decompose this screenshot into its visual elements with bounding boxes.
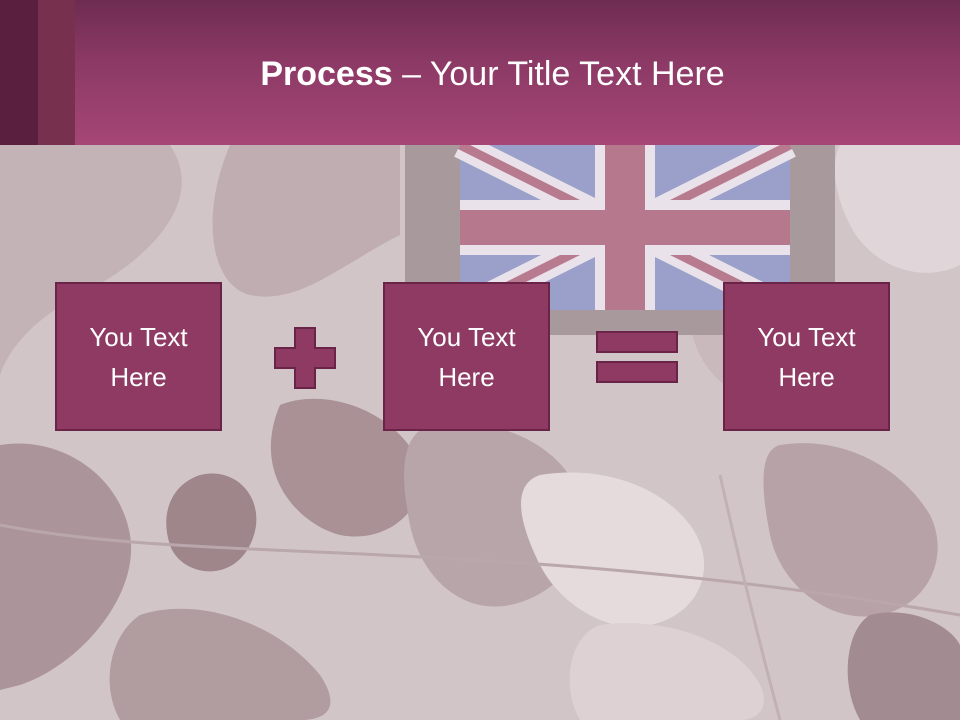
slide-title[interactable]: Process – Your Title Text Here [0, 52, 960, 96]
title-bar: Process – Your Title Text Here [0, 0, 960, 145]
process-box-1[interactable]: You Text Here [55, 282, 222, 431]
equals-icon [596, 331, 678, 383]
process-box-3[interactable]: You Text Here [723, 282, 890, 431]
process-box-2[interactable]: You Text Here [383, 282, 550, 431]
slide-title-bold: Process [260, 55, 393, 93]
process-box-1-label: You Text Here [89, 321, 188, 392]
background-camouflage-photo [0, 145, 960, 720]
plus-icon [274, 327, 336, 389]
title-accent-stripe-mid [38, 0, 75, 145]
title-accent-stripe-dark [0, 0, 38, 145]
process-box-2-label: You Text Here [417, 321, 516, 392]
process-box-3-label: You Text Here [757, 321, 856, 392]
camouflage-flag-image [0, 145, 960, 720]
slide-title-rest: – Your Title Text Here [392, 55, 725, 93]
